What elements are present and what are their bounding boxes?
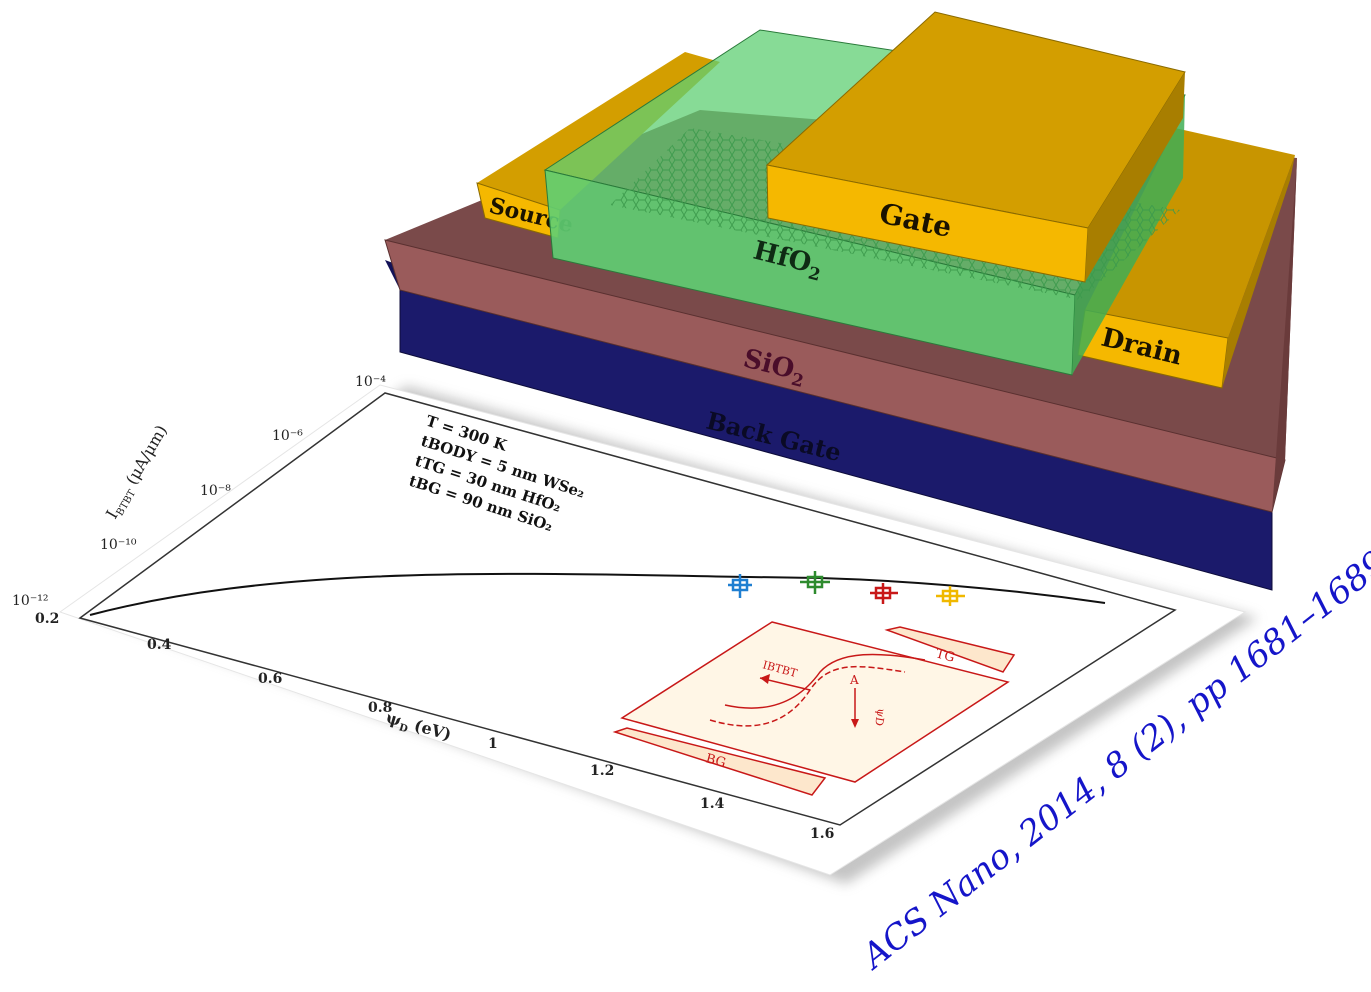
inset-tg-label: TG (934, 646, 956, 665)
x-tick-label: 1.4 (700, 796, 725, 812)
y-axis-title: IBTBT (μA/μm) (102, 422, 173, 524)
plot-sheet (58, 384, 1258, 884)
x-tick-label: 1 (488, 736, 498, 752)
marker-green (800, 571, 830, 594)
x-tick-label: 0.8 (368, 700, 392, 716)
x-tick-label: 0.6 (258, 671, 282, 687)
inset-band-diagram: TG BG IBTBT A ψD (612, 621, 1016, 796)
y-tick-label: 10⁻¹⁰ (100, 537, 137, 553)
plot-frame (78, 392, 1177, 826)
inset-bg-box (612, 727, 827, 796)
y-tick-label: 10⁻¹² (12, 593, 48, 609)
inset-tg-box (884, 626, 1016, 673)
inset-bg-label: BG (704, 751, 727, 771)
drain-contact: Drain (1077, 128, 1295, 389)
plot-border (78, 392, 1177, 826)
curve-markers (728, 571, 965, 606)
inset-device-box (620, 621, 1010, 783)
marker-yellow (936, 586, 965, 606)
y-tick-label: 10⁻⁸ (200, 483, 231, 499)
x-tick-label: 1.2 (590, 763, 614, 779)
inset-psi-label: ψD (872, 707, 888, 727)
x-tick-label: 1.6 (810, 826, 834, 842)
x-tick-label: 0.4 (147, 637, 172, 653)
y-tick-labels: 10⁻⁴ 10⁻⁶ 10⁻⁸ 10⁻¹⁰ 10⁻¹² (12, 374, 386, 609)
gate-contact: Gate (765, 11, 1186, 283)
y-tick-label: 10⁻⁴ (355, 374, 386, 390)
marker-blue (728, 574, 752, 598)
marker-red (870, 583, 898, 604)
y-tick-label: 10⁻⁶ (272, 428, 303, 444)
device-stack: Back Gate SiO2 Source Drain (384, 11, 1297, 591)
x-tick-label: 0.2 (35, 611, 59, 627)
btbt-current-curve (89, 572, 1106, 616)
x-tick-labels: 0.2 0.4 0.6 0.8 1 1.2 1.4 1.6 (35, 611, 834, 842)
inset-point-label: A (849, 673, 859, 687)
device-figure: Back Gate SiO2 Source Drain (12, 11, 1297, 884)
